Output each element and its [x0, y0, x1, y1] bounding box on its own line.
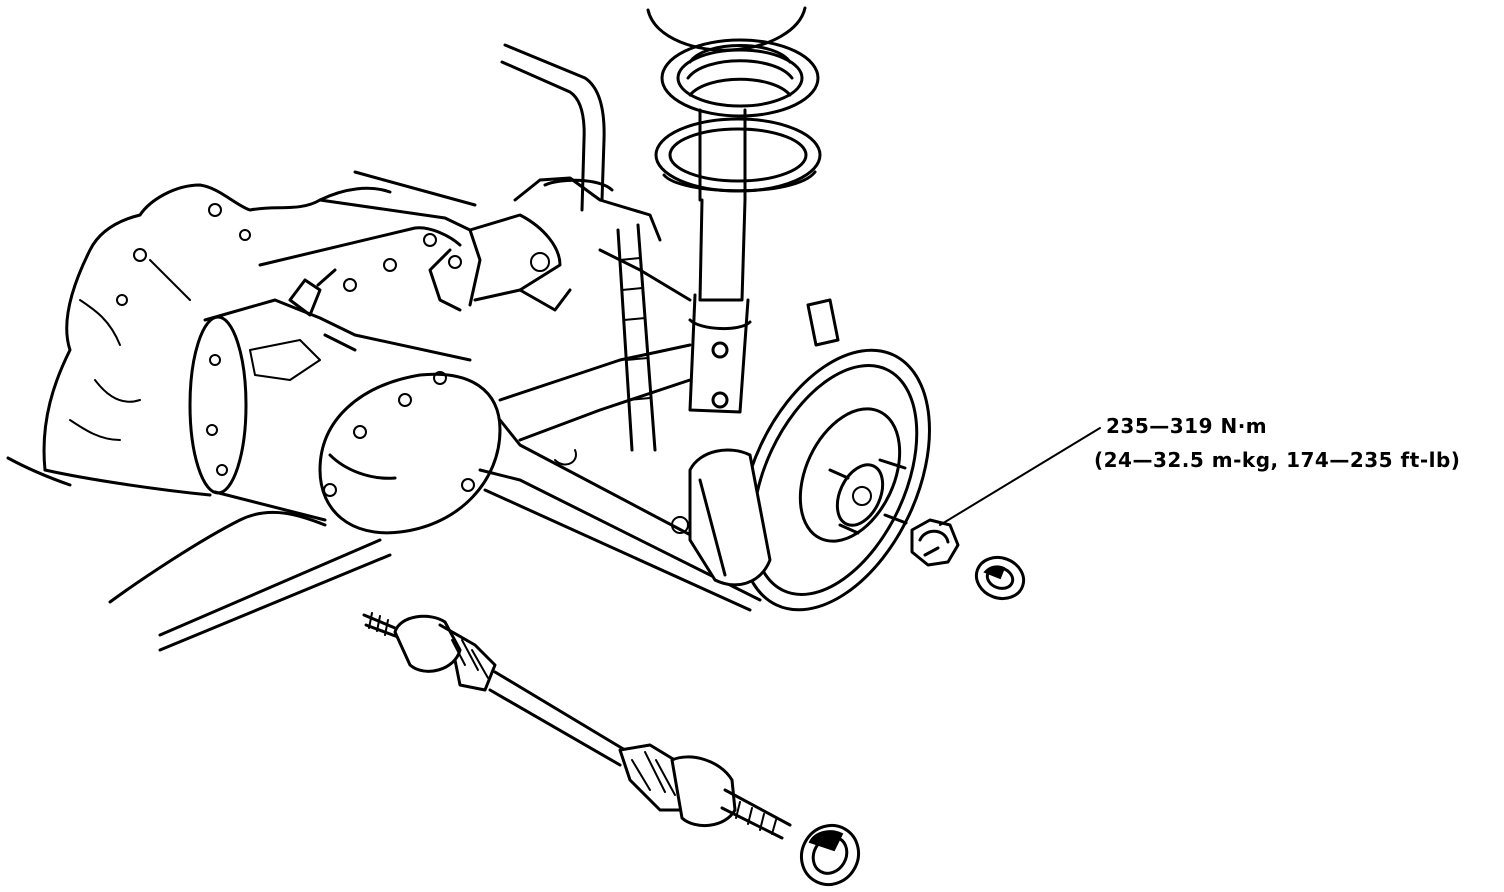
coil-spring-strut: [646, 6, 822, 414]
torque-spec-line-1: 235—319 N·m: [1106, 414, 1268, 438]
crossmember-frame: [6, 418, 762, 652]
brake-rotor-hub: [671, 348, 931, 612]
stabilizer-bar: [500, 43, 614, 212]
torque-leader-line: [939, 427, 1101, 526]
transaxle-housing: [42, 170, 692, 535]
hub-nut-and-washer: [910, 518, 1026, 601]
drive-shaft-assembly: [362, 612, 792, 840]
oil-seal: [799, 823, 861, 887]
torque-spec-line-2: (24—32.5 m-kg, 174—235 ft-lb): [1094, 448, 1461, 472]
tie-rod: [616, 223, 840, 452]
